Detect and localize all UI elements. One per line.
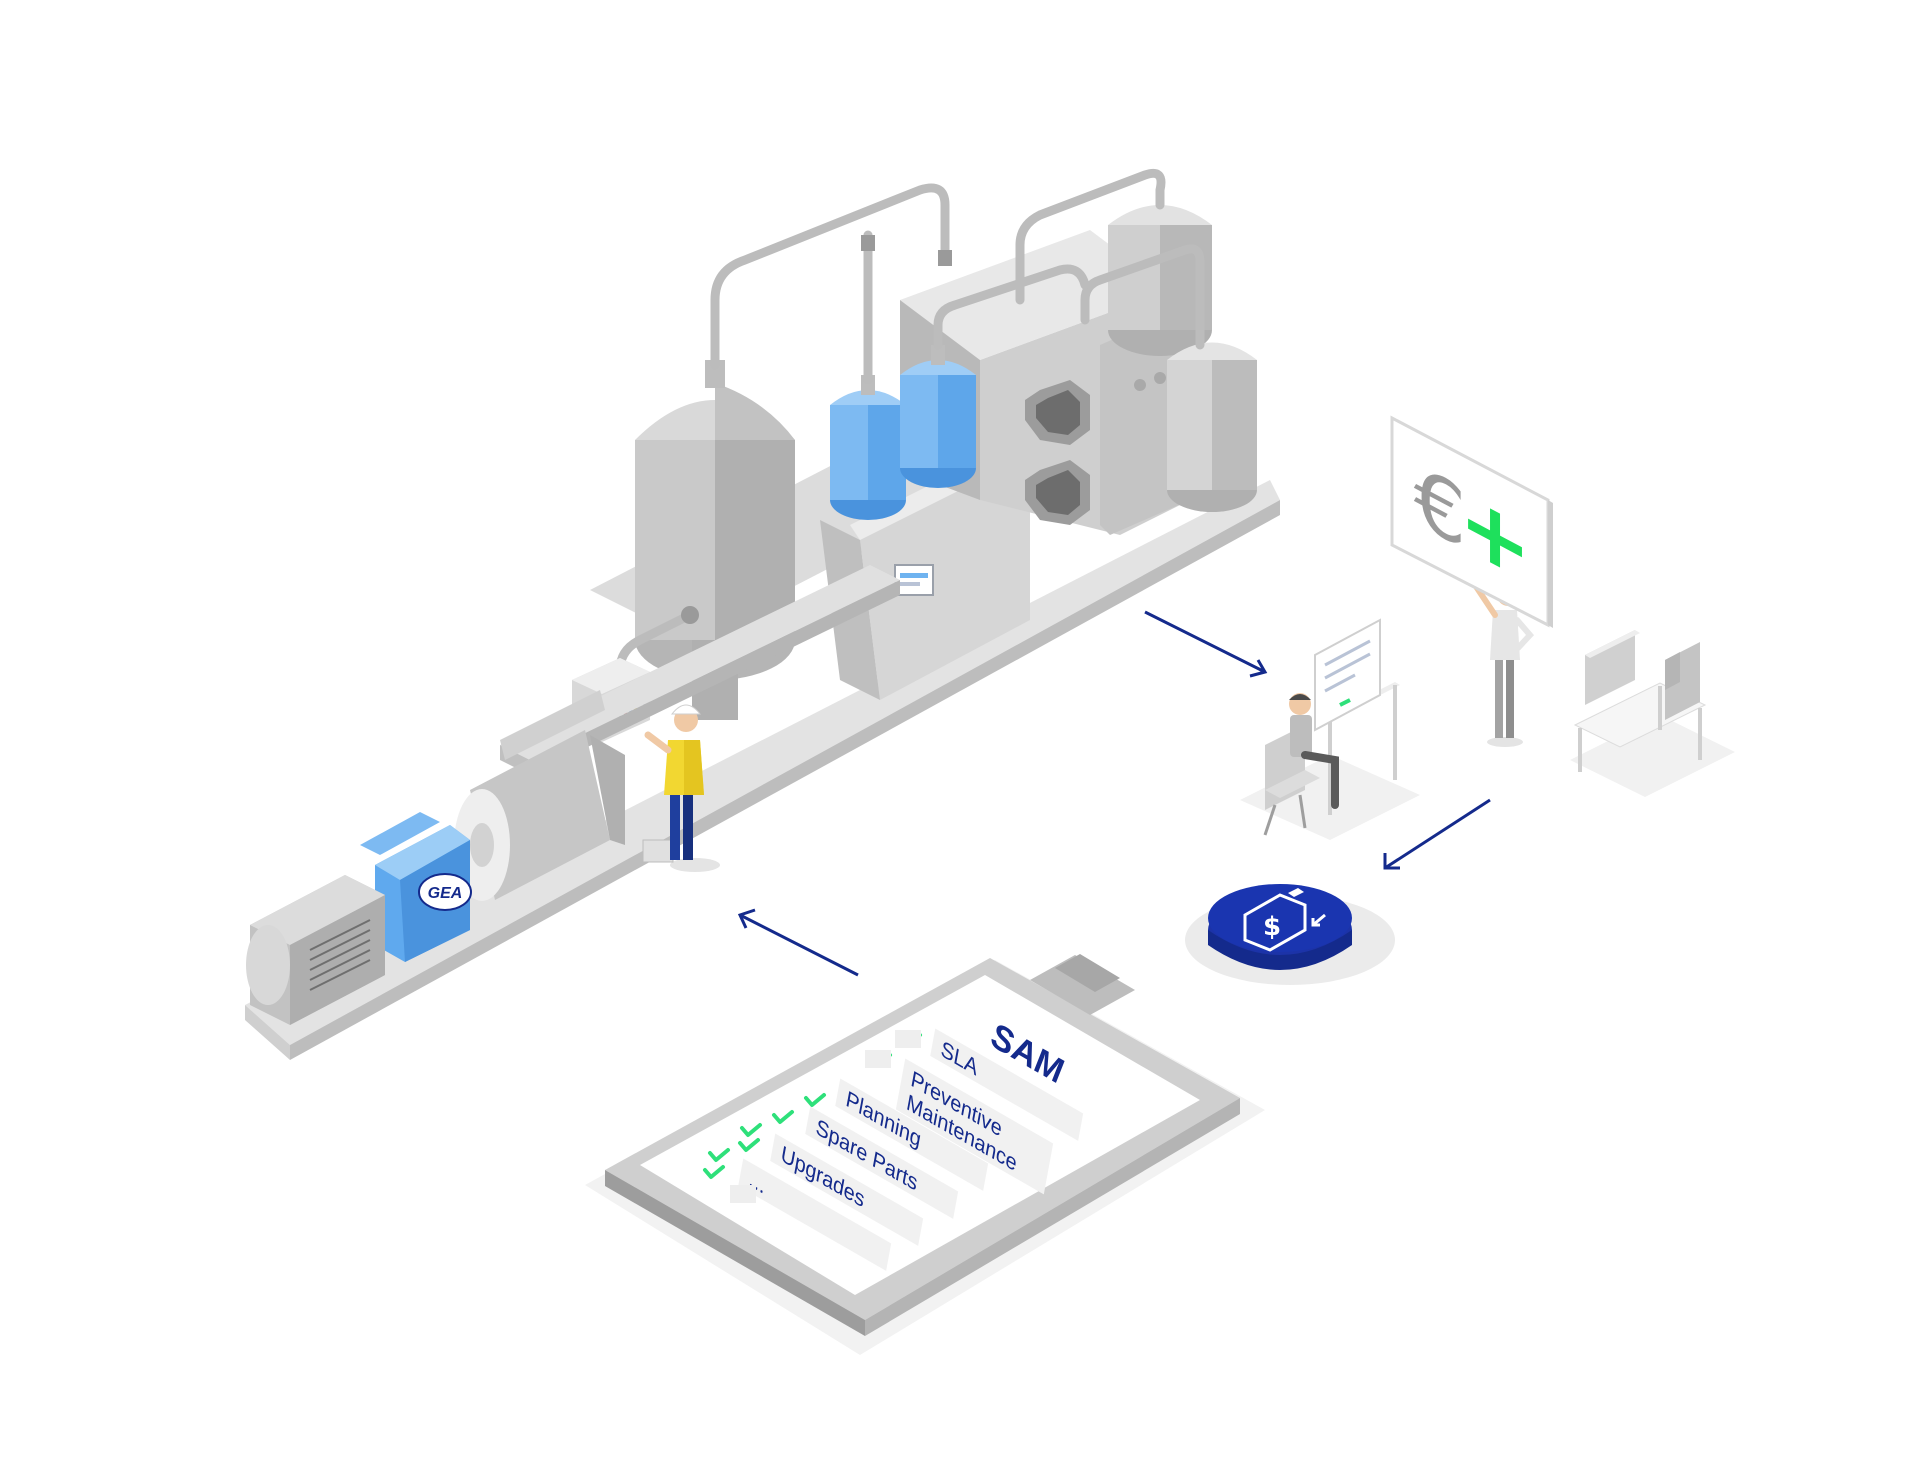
revenue-sign: € +	[1390, 415, 1553, 628]
production-line: GEA	[245, 168, 1280, 1060]
worker-figure	[642, 704, 720, 872]
check-icon	[708, 1148, 730, 1162]
check-icon	[772, 1110, 794, 1124]
gea-logo: GEA	[428, 885, 463, 902]
check-icon	[703, 1165, 725, 1179]
office-desk-worker	[1240, 618, 1420, 840]
check-icon	[738, 1138, 760, 1152]
pipe-joints	[681, 235, 952, 624]
right-tanks	[1108, 205, 1257, 512]
check-box-placeholders	[730, 1030, 921, 1203]
electric-motor	[246, 875, 385, 1025]
checklist: SAM SLA Preventive Maintenance Planning …	[703, 1013, 1084, 1271]
sam-clipboard: SAM SLA Preventive Maintenance Planning …	[585, 954, 1265, 1355]
blue-tanks	[830, 345, 976, 520]
arrow-to-savings	[1383, 798, 1491, 870]
flow-arrows	[737, 610, 1491, 977]
check-icon	[740, 1123, 762, 1137]
gea-drive-unit: GEA	[360, 812, 472, 962]
arrow-to-production	[737, 908, 859, 977]
savings-coin: $	[1185, 884, 1395, 985]
empty-workstation	[1570, 630, 1735, 797]
arrow-to-office	[1144, 610, 1268, 678]
check-icon	[804, 1093, 826, 1107]
dollar-icon: $	[1263, 912, 1281, 942]
